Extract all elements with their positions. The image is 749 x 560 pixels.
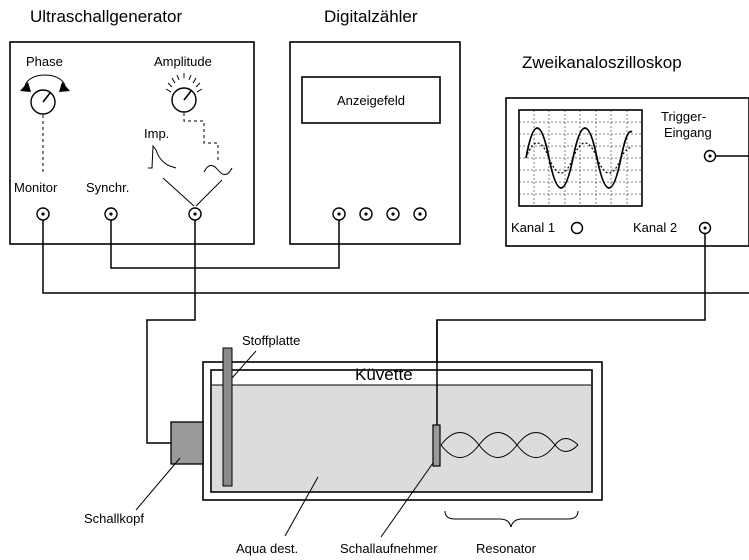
synchr-jack[interactable] bbox=[104, 207, 118, 221]
schallkopf-label: Schallkopf bbox=[84, 511, 144, 526]
schallaufnehmer-label: Schallaufnehmer bbox=[340, 541, 438, 556]
counter-jack-3[interactable] bbox=[386, 207, 400, 221]
resonator-label: Resonator bbox=[476, 541, 537, 556]
stoffplatte bbox=[222, 347, 233, 487]
monitor-jack[interactable] bbox=[36, 207, 50, 221]
monitor-to-channel1-cable bbox=[42, 220, 749, 294]
oscilloscope-trace-2 bbox=[525, 142, 633, 174]
output-to-schallkopf-cable bbox=[146, 220, 196, 444]
water-fill bbox=[212, 385, 591, 491]
aqua-pointer bbox=[284, 476, 319, 537]
amplitude-switch-link bbox=[183, 113, 219, 162]
generator-title: Ultraschallgenerator bbox=[30, 7, 182, 26]
oscilloscope-screen bbox=[518, 109, 643, 207]
imp-label: Imp. bbox=[144, 126, 169, 141]
channel2-label: Kanal 2 bbox=[633, 220, 677, 235]
trigger-label-line1: Trigger- bbox=[661, 109, 706, 124]
pulse-waveform-icon bbox=[148, 144, 177, 169]
synchr-to-counter-cable bbox=[110, 220, 340, 269]
synchr-label: Synchr. bbox=[86, 180, 129, 195]
counter-box bbox=[289, 41, 461, 245]
selector-line-left bbox=[162, 177, 195, 207]
output-jack[interactable] bbox=[188, 207, 202, 221]
counter-input-jack[interactable] bbox=[332, 207, 346, 221]
phase-label: Phase bbox=[26, 54, 63, 69]
amplitude-scale-ticks bbox=[165, 73, 203, 93]
kuevette-label: Küvette bbox=[355, 365, 413, 384]
amplitude-knob[interactable] bbox=[165, 73, 203, 113]
trigger-label-line2: Eingang bbox=[664, 125, 712, 140]
oscilloscope-title: Zweikanaloszilloskop bbox=[522, 53, 682, 72]
standing-wave bbox=[440, 432, 579, 458]
channel1-jack[interactable] bbox=[570, 221, 584, 235]
trigger-input-jack[interactable] bbox=[703, 149, 717, 163]
schallkopf-pointer bbox=[135, 457, 181, 511]
channel1-label: Kanal 1 bbox=[511, 220, 555, 235]
counter-title: Digitalzähler bbox=[324, 7, 418, 26]
stoffplatte-pointer bbox=[231, 350, 257, 379]
phase-knob[interactable] bbox=[20, 74, 70, 115]
counter-jack-2[interactable] bbox=[359, 207, 373, 221]
schallaufnehmer bbox=[432, 424, 441, 467]
stoffplatte-label: Stoffplatte bbox=[242, 333, 300, 348]
oscilloscope-trace-1 bbox=[525, 127, 633, 189]
counter-jack-4[interactable] bbox=[413, 207, 427, 221]
schallaufnehmer-pointer bbox=[380, 462, 434, 538]
schallkopf bbox=[170, 421, 204, 465]
monitor-label: Monitor bbox=[14, 180, 58, 195]
selector-line-right bbox=[195, 179, 223, 207]
counter-display bbox=[301, 76, 441, 124]
channel2-jack[interactable] bbox=[698, 221, 712, 235]
amplitude-label: Amplitude bbox=[154, 54, 212, 69]
aqua-label: Aqua dest. bbox=[236, 541, 298, 556]
sine-waveform-icon bbox=[203, 165, 233, 175]
counter-display-label: Anzeigefeld bbox=[337, 93, 405, 108]
resonator-brace bbox=[444, 510, 579, 528]
